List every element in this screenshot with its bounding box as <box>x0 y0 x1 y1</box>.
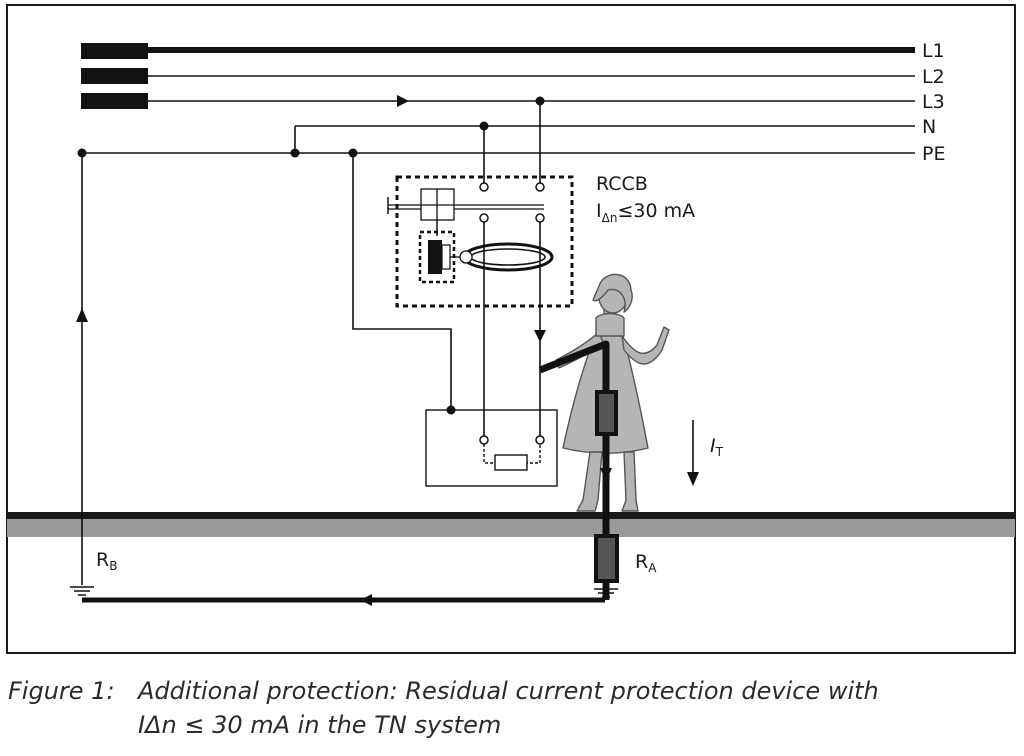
rccb-contact-n-top <box>479 182 489 192</box>
label-n: N <box>922 116 936 138</box>
pe-equipment-wire <box>352 153 452 410</box>
rb-current-arrow <box>76 308 88 322</box>
rccb-rating: IΔn≤30 mA <box>596 200 695 225</box>
transformer-bar-l2 <box>81 68 148 84</box>
fault-contact-arm-path <box>538 340 610 512</box>
ground-surface <box>7 512 1015 519</box>
junction-pe-n <box>290 148 300 158</box>
rccb-contact-l3-bottom <box>535 213 545 223</box>
equipment-terminal-l3 <box>535 435 545 445</box>
label-l1: L1 <box>922 40 945 62</box>
caption-symbol: IΔn <box>138 711 177 739</box>
equipment-terminal-n <box>479 435 489 445</box>
load-current-arrow <box>534 330 546 342</box>
label-pe: PE <box>922 143 945 165</box>
equipment-enclosure <box>425 409 558 487</box>
caption-line-2: IΔn ≤ 30 mA in the TN system <box>8 708 1008 742</box>
junction-pe-rb <box>77 148 87 158</box>
label-rb: RB <box>96 549 117 573</box>
ra-earth-symbol <box>594 588 618 598</box>
earth-electrode-ra <box>594 534 619 583</box>
caption-text-line-2: ≤ 30 mA in the TN system <box>176 711 502 739</box>
caption-text-line-1: Additional protection: Residual current … <box>138 677 879 705</box>
tn-system-diagram: L1 L2 L3 N PE RB <box>7 40 1015 606</box>
label-it: IT <box>710 435 724 459</box>
rccb-trip-relay <box>418 230 456 284</box>
rccb-mechanism <box>387 188 544 236</box>
caption-label: Figure 1: <box>8 677 115 705</box>
label-ra: RA <box>635 551 657 575</box>
rccb-contact-n-bottom <box>479 213 489 223</box>
l3-current-arrow <box>397 95 409 107</box>
rb-earth-symbol <box>70 586 94 596</box>
return-current-arrow <box>360 594 372 606</box>
figure-caption: Figure 1: Additional protection: Residua… <box>8 674 1008 742</box>
rccb-contact-l3-top <box>535 182 545 192</box>
body-resistance <box>595 390 618 436</box>
rccb-label: RCCB <box>596 173 648 195</box>
label-l3: L3 <box>922 91 945 113</box>
ground-band <box>7 515 1015 537</box>
equipment-load-resistor <box>494 454 528 471</box>
rccb-summation-transformer <box>450 242 554 272</box>
transformer-bar-l1 <box>81 43 148 59</box>
body-current-arrow <box>600 468 612 481</box>
label-l2: L2 <box>922 66 945 88</box>
it-arrow-head <box>687 472 699 486</box>
caption-line-1: Figure 1: Additional protection: Residua… <box>8 674 1008 708</box>
transformer-bar-l3 <box>81 93 148 109</box>
